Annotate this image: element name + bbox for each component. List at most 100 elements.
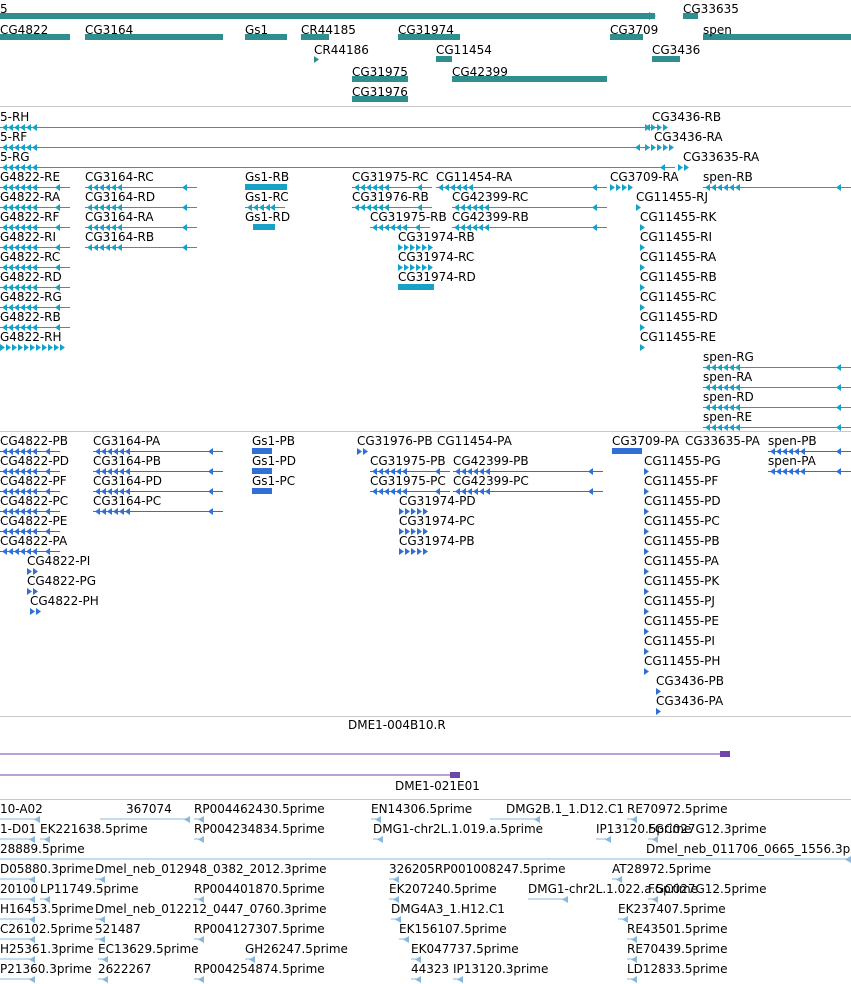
feature-glyph-cg31974-pb[interactable] [399, 548, 428, 555]
feature-glyph-cg33635-ra[interactable] [678, 164, 689, 171]
feature-glyph-ip13120-3prime[interactable] [453, 976, 463, 983]
feature-glyph-gh26247-5prime[interactable] [245, 956, 255, 963]
feature-label-521487[interactable]: 521487 [95, 922, 141, 936]
feature-label-cr44185[interactable]: CR44185 [301, 23, 356, 37]
feature-glyph-g4822-re[interactable] [0, 184, 70, 191]
feature-glyph-cg42399[interactable] [452, 76, 607, 82]
feature-label-cg31975-pb[interactable]: CG31975-PB [370, 454, 446, 468]
feature-label-326205rp001008247-5prime[interactable]: 326205RP001008247.5prime [389, 862, 566, 876]
feature-label-g4822-rb[interactable]: G4822-RB [0, 310, 61, 324]
feature-label-cg3709-ra[interactable]: CG3709-RA [610, 170, 679, 184]
feature-glyph-g4822-rc[interactable] [0, 264, 70, 271]
feature-glyph-10-a02[interactable] [0, 816, 40, 823]
feature-label-cg42399[interactable]: CG42399 [452, 65, 508, 79]
feature-label-cg11455-pe[interactable]: CG11455-PE [644, 614, 719, 628]
feature-glyph-ip13120-5prime[interactable] [596, 836, 611, 843]
feature-glyph-cg11455-pb[interactable] [644, 548, 649, 555]
feature-glyph-spen-pb[interactable] [768, 448, 851, 455]
feature-glyph-ek156107-5prime[interactable] [399, 936, 409, 943]
feature-glyph-cg11455-pf[interactable] [644, 488, 649, 495]
feature-label-gs1-rb[interactable]: Gs1-RB [245, 170, 290, 184]
feature-glyph-44323[interactable] [411, 976, 421, 983]
feature-label-cg11455-pb[interactable]: CG11455-PB [644, 534, 720, 548]
feature-glyph-rp004127307-5prime[interactable] [194, 936, 204, 943]
feature-label-cg4822-pc[interactable]: CG4822-PC [0, 494, 69, 508]
feature-label-ek047737-5prime[interactable]: EK047737.5prime [411, 942, 519, 956]
feature-glyph-re70972-5prime[interactable] [627, 816, 637, 823]
feature-label-ld12833-5prime[interactable]: LD12833.5prime [627, 962, 728, 976]
feature-label-dmel-neb-011706-0665-1556-3p[interactable]: Dmel_neb_011706_0665_1556.3p [646, 842, 851, 856]
feature-label-cg3164-pd[interactable]: CG3164-PD [93, 474, 163, 488]
feature-label-10-a02[interactable]: 10-A02 [0, 802, 43, 816]
feature-glyph-cg11455-pc[interactable] [644, 528, 649, 535]
feature-label-gh26247-5prime[interactable]: GH26247.5prime [245, 942, 348, 956]
feature-glyph-rp004401870-5prime[interactable] [194, 896, 204, 903]
feature-label-d05880-3prime[interactable]: D05880.3prime [0, 862, 94, 876]
feature-label-spen-re[interactable]: spen-RE [703, 410, 753, 424]
feature-label-cg4822-pf[interactable]: CG4822-PF [0, 474, 67, 488]
feature-glyph-367074[interactable] [100, 816, 190, 823]
feature-label-ip13120-5prime[interactable]: IP13120.5prime [596, 822, 692, 836]
feature-label-g4822-rc[interactable]: G4822-RC [0, 250, 61, 264]
feature-glyph-g4822-ra[interactable] [0, 204, 70, 211]
feature-label-spen-ra[interactable]: spen-RA [703, 370, 753, 384]
feature-glyph-h25361-3prime[interactable] [0, 956, 35, 963]
feature-glyph-cg4822-pa[interactable] [0, 548, 60, 555]
feature-label-cg4822-pe[interactable]: CG4822-PE [0, 514, 68, 528]
feature-glyph-cg42399-rc[interactable] [452, 204, 607, 211]
feature-label-cg3709-pa[interactable]: CG3709-PA [612, 434, 680, 448]
feature-glyph-h16453-5prime[interactable] [0, 916, 35, 923]
feature-glyph-dmg1-chr2l-1-019-a-5prime[interactable] [373, 836, 383, 843]
feature-glyph-rp004254874-5prime[interactable] [194, 976, 204, 983]
feature-label-cg11455-ph[interactable]: CG11455-PH [644, 654, 721, 668]
feature-label-cg11455-pj[interactable]: CG11455-PJ [644, 594, 715, 608]
feature-label-cg3164[interactable]: CG3164 [85, 23, 134, 37]
feature-glyph-dme1-021e01[interactable] [0, 772, 460, 778]
feature-label-gs1-pc[interactable]: Gs1-PC [252, 474, 296, 488]
feature-label-cg11455-ra[interactable]: CG11455-RA [640, 250, 717, 264]
feature-glyph-cg3164-rd[interactable] [85, 204, 197, 211]
feature-glyph-521487[interactable] [95, 936, 105, 943]
feature-label-cg3436-pb[interactable]: CG3436-PB [656, 674, 725, 688]
feature-label-cg3436-ra[interactable]: CG3436-RA [654, 130, 723, 144]
feature-label-spen-rb[interactable]: spen-RB [703, 170, 753, 184]
feature-label-cg3709[interactable]: CG3709 [610, 23, 659, 37]
feature-label-re43501-5prime[interactable]: RE43501.5prime [627, 922, 728, 936]
feature-label-cg11455-re[interactable]: CG11455-RE [640, 330, 717, 344]
feature-glyph-cg4822-pe[interactable] [0, 528, 60, 535]
feature-glyph-cg4822-pb[interactable] [0, 448, 60, 455]
feature-label-cg31976-pb[interactable]: CG31976-PB [357, 434, 433, 448]
feature-label-gs1-pd[interactable]: Gs1-PD [252, 454, 296, 468]
feature-glyph-ld12833-5prime[interactable] [627, 976, 637, 983]
feature-glyph-fgc027g12-5prime[interactable] [648, 896, 658, 903]
feature-glyph-5[interactable] [0, 12, 656, 20]
feature-label-cg4822-pg[interactable]: CG4822-PG [27, 574, 97, 588]
feature-label-cg31974-pb[interactable]: CG31974-PB [399, 534, 475, 548]
feature-label-cg31974-pc[interactable]: CG31974-PC [399, 514, 475, 528]
feature-glyph-spen-rd[interactable] [703, 404, 851, 411]
feature-glyph-20100[interactable] [0, 896, 35, 903]
feature-label-44323[interactable]: 44323 [411, 962, 450, 976]
feature-glyph-5-rh[interactable] [0, 124, 660, 131]
feature-glyph-dmg4a3-1-h12-c1[interactable] [391, 916, 401, 923]
feature-glyph-cg31974[interactable] [398, 34, 460, 40]
feature-glyph-g4822-rf[interactable] [0, 224, 70, 231]
feature-label-cg4822[interactable]: CG4822 [0, 23, 49, 37]
feature-glyph-cg31975-rb[interactable] [370, 224, 430, 231]
feature-label-g4822-rh[interactable]: G4822-RH [0, 330, 62, 344]
feature-glyph-cg11455-rj[interactable] [636, 204, 641, 211]
feature-label-2622267[interactable]: 2622267 [98, 962, 152, 976]
feature-glyph-cg3436-pb[interactable] [656, 688, 661, 695]
feature-glyph-spen-pa[interactable] [768, 468, 851, 475]
feature-label-gs1[interactable]: Gs1 [245, 23, 269, 37]
feature-label-cg11455-rj[interactable]: CG11455-RJ [636, 190, 709, 204]
feature-label-dmg1-chr2l-1-022-a-5prime[interactable]: DMG1-chr2L.1.022.a.5prime [528, 882, 699, 896]
feature-glyph-cg4822-pd[interactable] [0, 468, 60, 475]
feature-label-g4822-rf[interactable]: G4822-RF [0, 210, 60, 224]
feature-glyph-cg11455-pd[interactable] [644, 508, 649, 515]
feature-label-spen[interactable]: spen [703, 23, 732, 37]
feature-glyph-cg11455-pj[interactable] [644, 608, 649, 615]
feature-label-cg31974-pd[interactable]: CG31974-PD [399, 494, 476, 508]
feature-glyph-cg3164[interactable] [85, 34, 223, 40]
feature-glyph-spen-ra[interactable] [703, 384, 851, 391]
